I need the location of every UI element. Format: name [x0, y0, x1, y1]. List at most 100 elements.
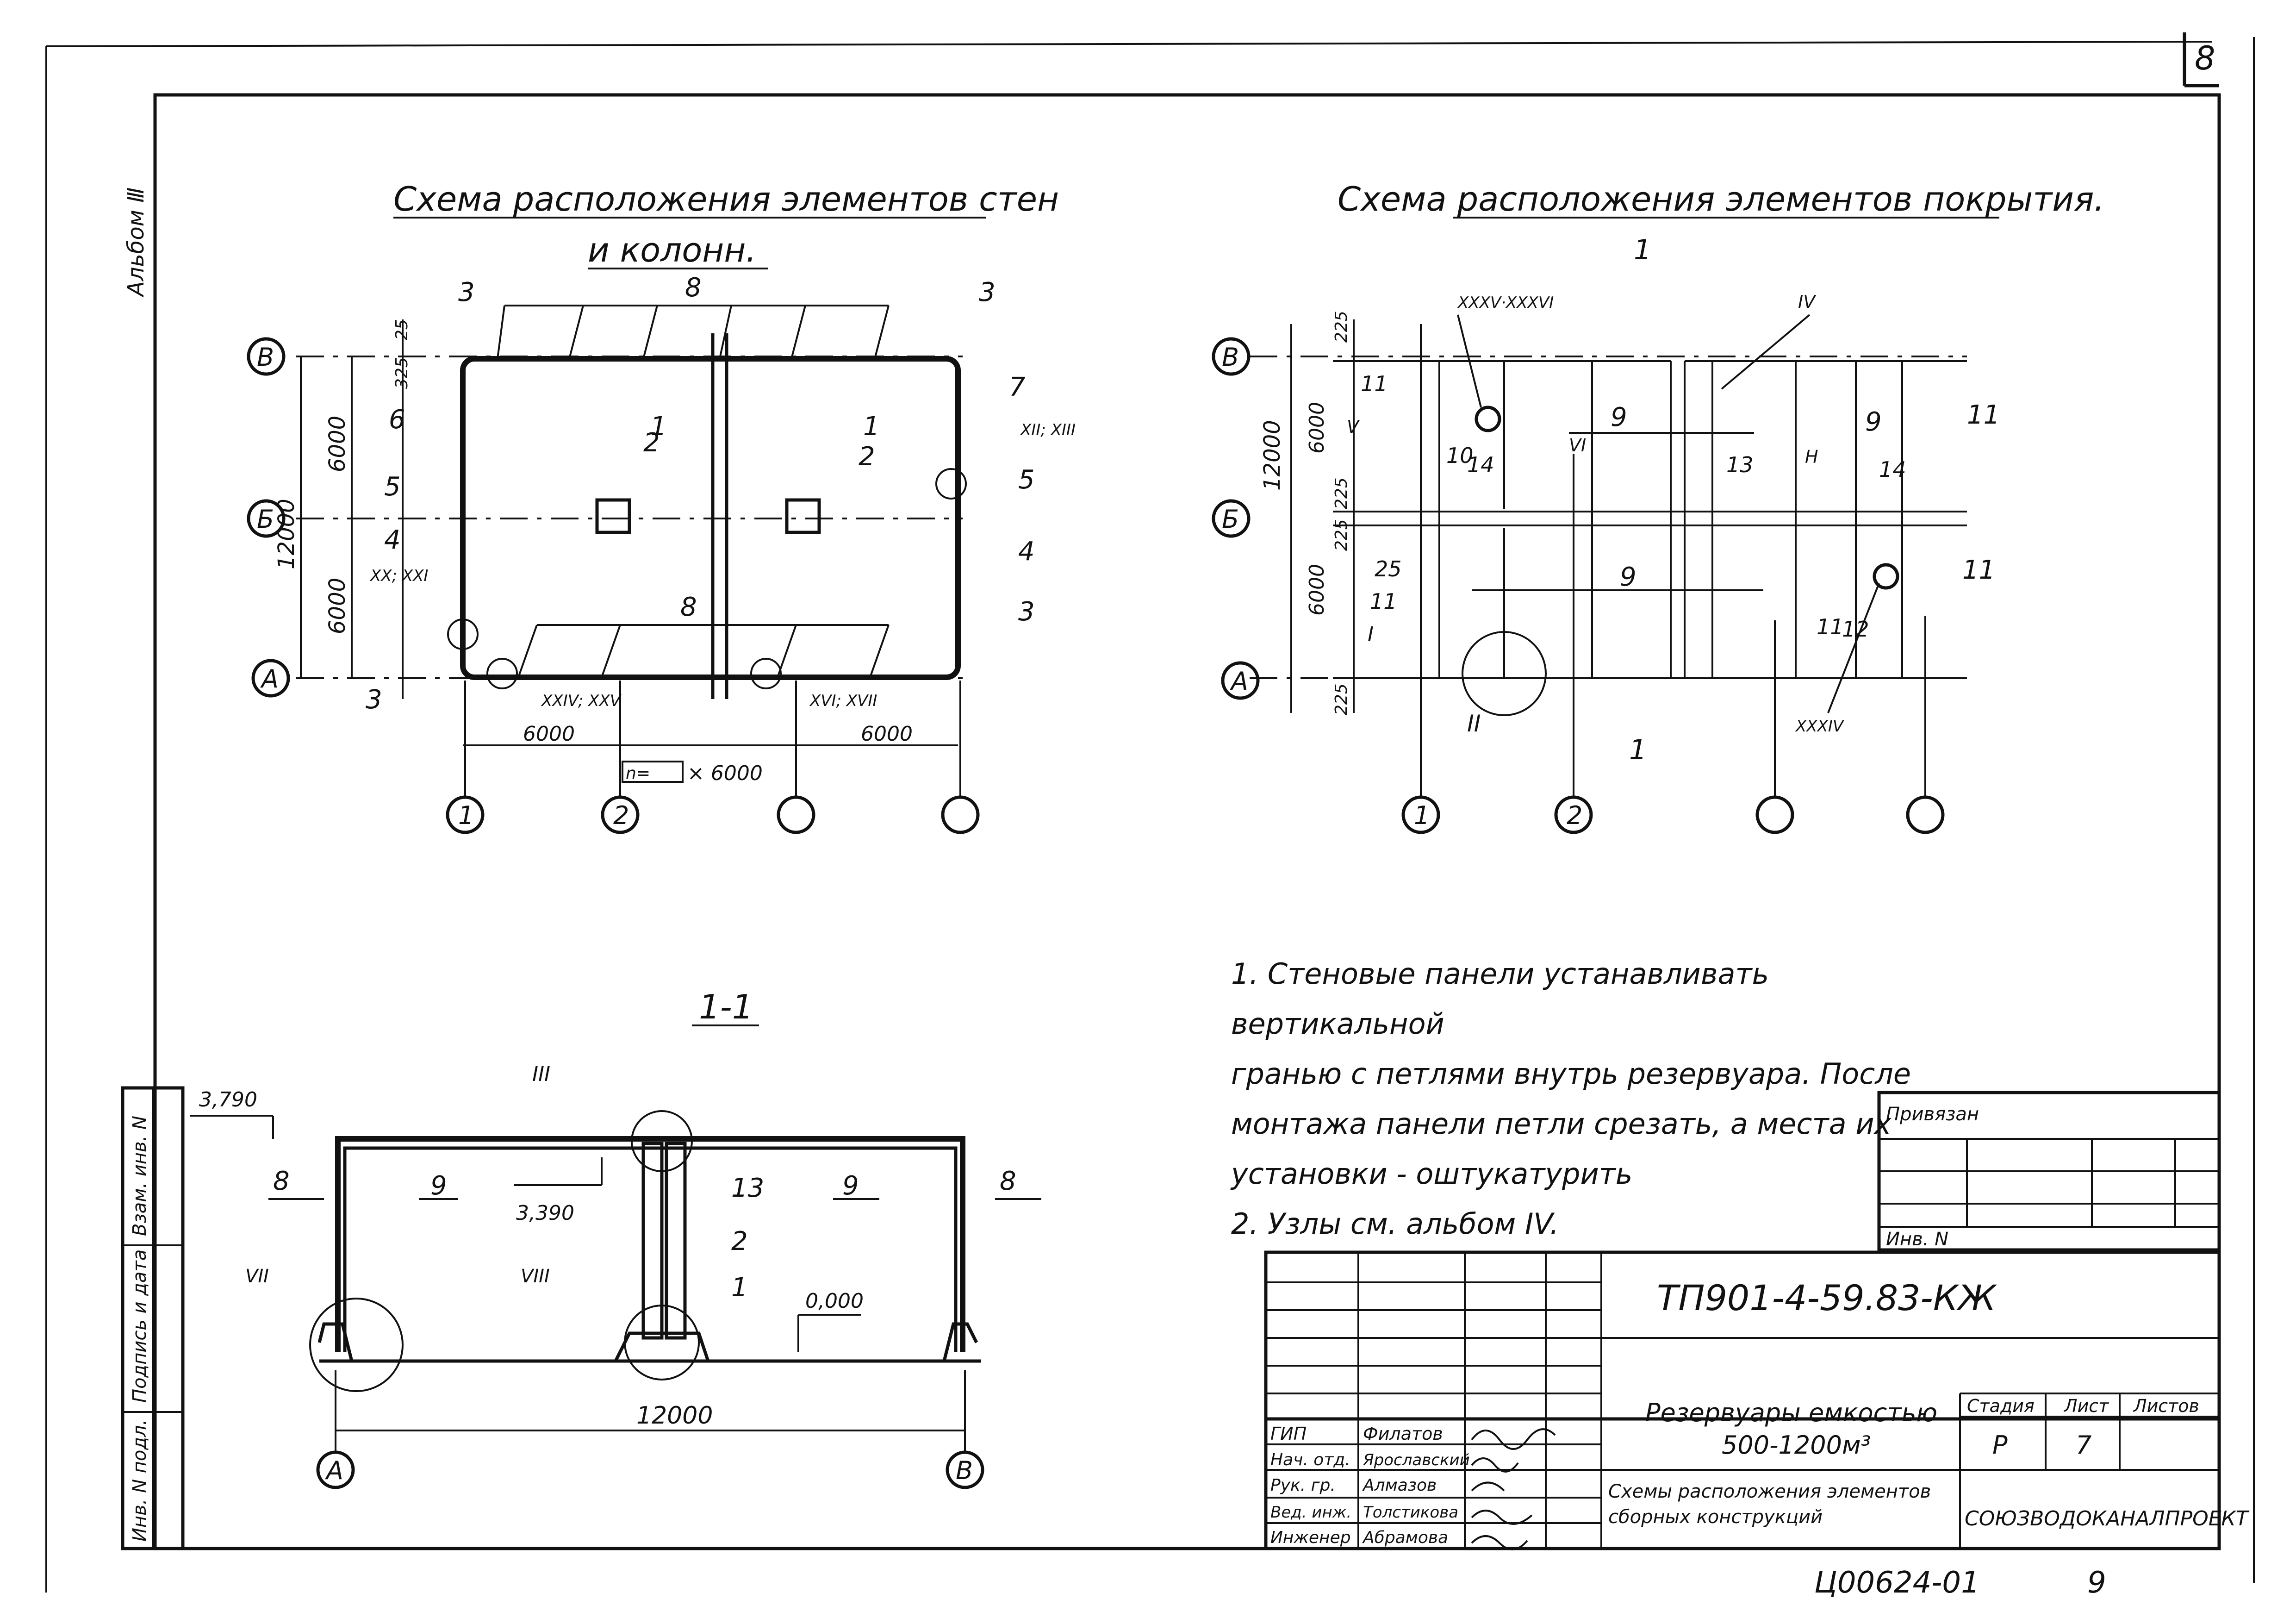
- section-elev-mid: 3,390: [516, 1201, 574, 1225]
- roof-axis-a: А: [1230, 667, 1248, 696]
- section-axis-v: В: [956, 1456, 973, 1485]
- note-line-2: гранью с петлями внутрь резервуара. Посл…: [1231, 1057, 1911, 1091]
- stamp-signature-date: Подпись и дата: [129, 1249, 150, 1403]
- section-mark-9-left: 9: [430, 1171, 447, 1201]
- roof-mark-10: 10: [1446, 443, 1474, 468]
- roof-axis-v: В: [1222, 343, 1239, 372]
- privyazan-box: Привязан Инв. N: [1877, 1091, 2221, 1252]
- page-number: 8: [2195, 39, 2215, 77]
- tb-role-4: Инженер: [1270, 1528, 1351, 1547]
- tb-stage-label: Стадия: [1967, 1396, 2035, 1416]
- tb-code: ТП901-4-59.83-КЖ: [1657, 1277, 1997, 1318]
- tb-sheets-label: Листов: [2133, 1396, 2199, 1416]
- roof-section-mark-top: 1: [1634, 234, 1651, 266]
- walls-x6000: × 6000: [687, 762, 763, 785]
- walls-mark-3-tr: 3: [979, 277, 996, 307]
- roof-node-iv: IV: [1798, 292, 1817, 312]
- tb-sheet-label: Лист: [2063, 1396, 2109, 1416]
- roof-node-v: V: [1347, 417, 1360, 437]
- walls-axis-a: А: [260, 664, 279, 693]
- tb-role-0: ГИП: [1270, 1424, 1307, 1444]
- roof-mark-11-tr: 11: [1967, 400, 2000, 430]
- roof-dim-225-c: 225: [1332, 519, 1351, 551]
- roof-mark-9-tl: 9: [1611, 402, 1627, 432]
- tb-name-0: Филатов: [1363, 1424, 1443, 1444]
- walls-mark-2-left: 2: [643, 428, 660, 458]
- roof-axis-b: Б: [1222, 505, 1239, 534]
- album-side-label: Альбом Ⅲ: [123, 187, 149, 298]
- walls-mark-4-right: 4: [1018, 537, 1035, 567]
- plan-roof: Схема расположения элементов покрытия. 1…: [1212, 180, 2104, 834]
- roof-dim-225-d: 225: [1332, 683, 1351, 715]
- section-mark-2: 2: [731, 1226, 748, 1256]
- roof-axis-2: 2: [1567, 801, 1582, 830]
- walls-dim-6000-top: 6000: [324, 416, 350, 472]
- roof-mark-9-bl: 9: [1620, 562, 1636, 592]
- walls-dim-12000: 12000: [274, 499, 299, 569]
- note-line-4: установки - оштукатурить: [1231, 1157, 1633, 1191]
- tb-name-2: Алмазов: [1362, 1476, 1437, 1495]
- walls-mark-1-left: 1: [650, 412, 667, 442]
- section-axis-a: А: [325, 1456, 343, 1485]
- footer-page: 9: [2087, 1566, 2106, 1600]
- roof-node-xxxiv: XXXIV: [1795, 717, 1845, 736]
- tb-org: СОЮЗВОДОКАНАЛПРОЕКТ: [1965, 1507, 2250, 1530]
- tb-object-line2: 500-1200м³: [1722, 1430, 1871, 1460]
- roof-mark-12: 12: [1842, 617, 1869, 642]
- plan-walls: Схема расположения элементов стен и коло…: [247, 180, 1076, 834]
- walls-mark-8-top: 8: [685, 273, 702, 303]
- roof-mark-11-br: 11: [1962, 555, 1995, 585]
- section-mark-13: 13: [731, 1173, 764, 1203]
- note-line-1: 1. Стеновые панели устанавливать вертика…: [1231, 957, 1769, 1041]
- roof-mark-13: 13: [1726, 452, 1754, 477]
- roof-mark-11-bm: 11: [1817, 614, 1844, 639]
- sheet-frame: 8: [45, 32, 2255, 1593]
- walls-axis-b: Б: [257, 505, 274, 534]
- tb-sheet-no: 7: [2076, 1430, 2091, 1460]
- section-title: 1-1: [699, 987, 753, 1026]
- section-elev-zero: 0,000: [805, 1289, 864, 1313]
- walls-node-xx-xxi: XX; XXI: [369, 567, 428, 585]
- tb-sheet-title-line2: сборных конструкций: [1608, 1506, 1823, 1528]
- plan-walls-title-line2: и колонн.: [588, 231, 756, 269]
- walls-mark-4-left: 4: [384, 525, 401, 555]
- walls-mark-1-right: 1: [863, 412, 880, 442]
- roof-dim-12000: 12000: [1259, 420, 1285, 491]
- walls-mark-7: 7: [1009, 372, 1026, 402]
- walls-dim-325: 325: [392, 357, 411, 389]
- tb-role-1: Нач. отд.: [1270, 1450, 1350, 1469]
- walls-dim-6000-left: 6000: [523, 722, 575, 746]
- title-block: ТП901-4-59.83-КЖ Резервуары емкостью 500…: [1264, 1250, 2250, 1550]
- note-line-3: монтажа панели петли срезать, а места их: [1231, 1107, 1892, 1141]
- signature-scribble: [1471, 1428, 1556, 1450]
- walls-node-xii-xiii: XII; XIII: [1020, 421, 1076, 439]
- walls-n-label: n=: [626, 764, 650, 783]
- tb-role-2: Рук. гр.: [1270, 1476, 1336, 1495]
- walls-mark-5-right: 5: [1018, 465, 1035, 495]
- side-stamp: Взам. инв. N Подпись и дата Инв. N подл.: [121, 1086, 185, 1550]
- walls-axis-2: 2: [613, 801, 629, 830]
- roof-node-h: H: [1805, 447, 1818, 467]
- section-span: 12000: [636, 1402, 713, 1430]
- section-mark-8-right: 8: [1000, 1166, 1016, 1196]
- walls-mark-3-bl: 3: [366, 685, 382, 715]
- section-node-vii: VII: [245, 1266, 269, 1287]
- tb-name-4: Абрамова: [1362, 1528, 1448, 1547]
- tb-name-3: Толстикова: [1363, 1503, 1458, 1522]
- stamp-vzam-inv: Взам. инв. N: [129, 1116, 150, 1236]
- roof-mark-25: 25: [1375, 556, 1402, 581]
- walls-node-xxiv-xxv: XXIV; XXV: [541, 692, 622, 710]
- tb-sheet-title-line1: Схемы расположения элементов: [1608, 1481, 1931, 1502]
- walls-mark-3-br: 3: [1018, 597, 1035, 627]
- section-1-1: 1-1 3,790 3,390 0,000 12000 А В: [190, 987, 1041, 1489]
- roof-section-mark-bottom: 1: [1629, 734, 1647, 766]
- tb-object-line1: Резервуары емкостью: [1645, 1398, 1937, 1427]
- notes: 1. Стеновые панели устанавливать вертика…: [1231, 949, 1925, 1249]
- tb-role-3: Вед. инж.: [1270, 1503, 1351, 1522]
- tb-stage: Р: [1992, 1430, 2008, 1460]
- roof-node-ii: II: [1467, 710, 1481, 737]
- roof-node-vi: VI: [1569, 435, 1586, 456]
- roof-dim-225-a: 225: [1332, 311, 1351, 343]
- walls-mark-5-left: 5: [384, 472, 401, 502]
